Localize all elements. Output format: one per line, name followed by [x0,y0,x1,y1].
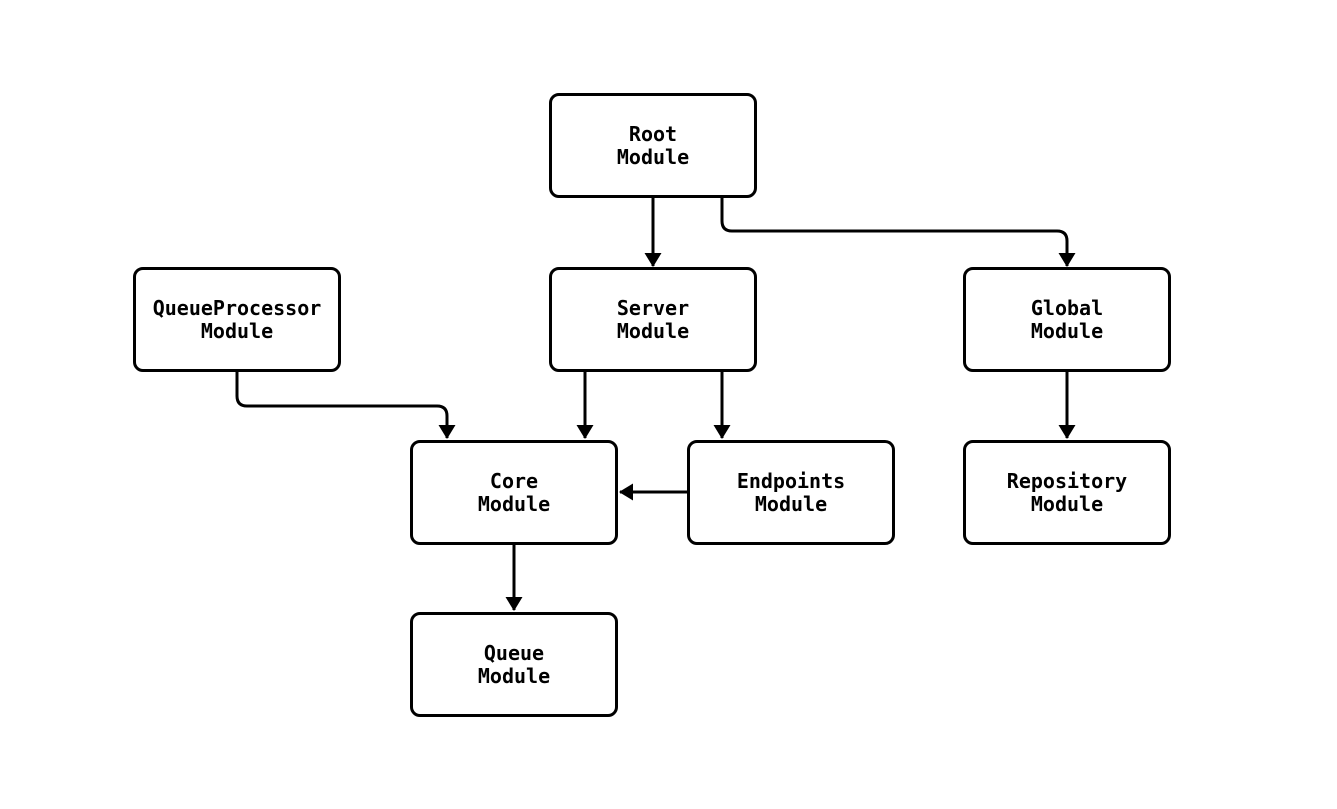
node-server-module: Server Module [549,267,757,372]
node-repository-module-label: Repository Module [1006,468,1128,516]
node-global-module-label: Global Module [1030,295,1104,343]
node-global-module: Global Module [963,267,1171,372]
node-endpoints-module: Endpoints Module [687,440,895,545]
node-queueprocessor-module-label: QueueProcessor Module [152,295,322,343]
node-repository-module: Repository Module [963,440,1171,545]
node-root-module-label: Root Module [616,121,690,169]
node-root-module: Root Module [549,93,757,198]
node-queueprocessor-module: QueueProcessor Module [133,267,341,372]
node-queue-module: Queue Module [410,612,618,717]
edge-queueprocessor-to-core-arrow [235,372,456,439]
node-core-module-label: Core Module [477,468,551,516]
node-endpoints-module-label: Endpoints Module [736,468,846,516]
node-core-module: Core Module [410,440,618,545]
edge-root-to-global-arrow [720,198,1076,267]
node-queue-module-label: Queue Module [477,640,551,688]
node-server-module-label: Server Module [616,295,690,343]
